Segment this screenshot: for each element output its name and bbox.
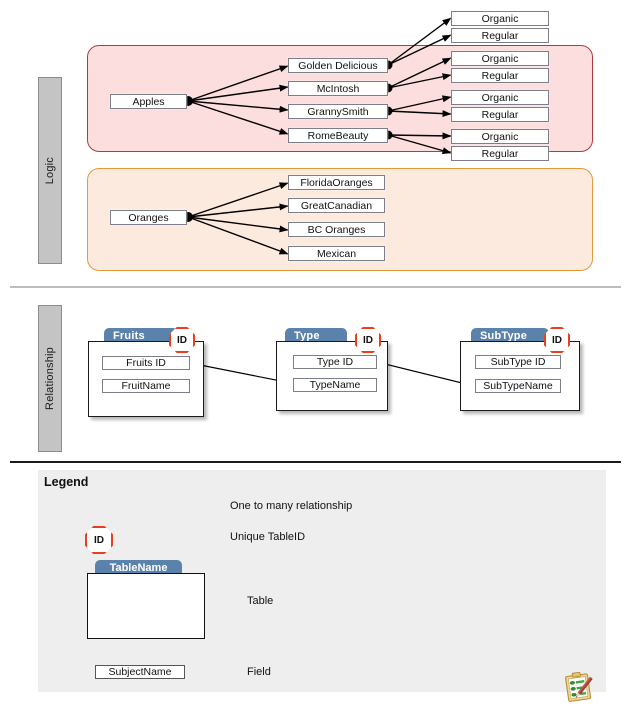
node-leaf-label: Regular <box>481 69 519 82</box>
er-field-type-id[interactable]: Type ID <box>293 355 377 369</box>
legend-row-4-text: Field <box>247 666 271 678</box>
er-table-type-id-label: ID <box>363 334 373 346</box>
er-table-fruits-name: Fruits <box>113 330 145 342</box>
legend-row-3-text: Table <box>247 595 274 607</box>
er-field-label: TypeName <box>309 379 361 391</box>
er-field-typename[interactable]: TypeName <box>293 378 377 392</box>
node-leaf-label: Organic <box>481 130 519 143</box>
node-leaf-label: Organic <box>481 52 519 65</box>
er-table-subtype-id-icon: ID <box>544 327 570 353</box>
node-leaf-organic-3[interactable]: Organic <box>451 90 549 105</box>
er-table-subtype-header: SubType <box>471 328 549 345</box>
er-table-type-body <box>276 341 388 411</box>
er-table-subtype-id-label: ID <box>552 334 562 346</box>
node-leaf-label: Regular <box>481 147 519 160</box>
table-shape-icon-body <box>87 573 205 639</box>
legend-title: Legend <box>44 475 89 489</box>
section-label-logic-text: Logic <box>44 156 56 185</box>
node-leaf-label: Organic <box>481 91 519 104</box>
section-divider-bottom <box>10 461 621 463</box>
node-leaf-label: Regular <box>481 108 519 121</box>
er-table-fruits-header: Fruits <box>104 328 178 345</box>
legend-sample-field-name: SubjectName <box>108 666 172 678</box>
node-mcintosh-label: McIntosh <box>316 82 360 95</box>
legend-row-2-text: Unique TableID <box>230 531 306 543</box>
node-bc-oranges-label: BC Oranges <box>307 223 366 236</box>
id-octagon-label: ID <box>94 534 104 546</box>
node-mexican[interactable]: Mexican <box>288 246 385 261</box>
section-label-logic: Logic <box>38 77 62 264</box>
er-field-subtype-id[interactable]: SubType ID <box>475 355 561 369</box>
er-field-label: FruitName <box>121 380 171 392</box>
node-oranges[interactable]: Oranges <box>110 210 187 225</box>
node-golden-delicious-label: Golden Delicious <box>298 59 378 72</box>
er-field-label: Fruits ID <box>126 357 166 369</box>
section-label-relationship: Relationship <box>38 305 62 452</box>
table-shape-icon-header: TableName <box>95 560 182 576</box>
er-table-type-id-icon: ID <box>355 327 381 353</box>
er-table-type-header: Type <box>285 328 347 345</box>
node-romebeauty[interactable]: RomeBeauty <box>288 128 388 143</box>
er-field-fruits-id[interactable]: Fruits ID <box>102 356 190 370</box>
er-table-subtype-name: SubType <box>480 330 528 342</box>
node-leaf-label: Organic <box>481 12 519 25</box>
node-oranges-label: Oranges <box>128 211 169 224</box>
node-leaf-regular-2[interactable]: Regular <box>451 68 549 83</box>
er-table-fruits-id-icon: ID <box>169 327 195 353</box>
id-octagon-icon: ID <box>85 526 113 554</box>
node-golden-delicious[interactable]: Golden Delicious <box>288 58 388 73</box>
node-grannysmith[interactable]: GrannySmith <box>288 104 388 119</box>
node-leaf-organic-1[interactable]: Organic <box>451 11 549 26</box>
er-table-type-name: Type <box>294 330 320 342</box>
er-field-subtypename[interactable]: SubTypeName <box>475 379 561 393</box>
field-box-icon: SubjectName <box>95 665 185 679</box>
node-leaf-regular-1[interactable]: Regular <box>451 28 549 43</box>
node-leaf-label: Regular <box>481 29 519 42</box>
er-field-label: SubType ID <box>490 356 546 368</box>
node-leaf-organic-4[interactable]: Organic <box>451 129 549 144</box>
node-bc-oranges[interactable]: BC Oranges <box>288 222 385 237</box>
node-apples-label: Apples <box>132 95 165 108</box>
node-mcintosh[interactable]: McIntosh <box>288 81 388 96</box>
er-field-label: Type ID <box>316 356 354 368</box>
node-leaf-regular-4[interactable]: Regular <box>451 146 549 161</box>
node-romebeauty-label: RomeBeauty <box>307 129 369 142</box>
node-grannysmith-label: GrannySmith <box>307 105 369 118</box>
node-floridaoranges[interactable]: FloridaOranges <box>288 175 385 190</box>
er-field-label: SubTypeName <box>483 380 553 392</box>
node-floridaoranges-label: FloridaOranges <box>300 176 373 189</box>
er-table-fruits-id-label: ID <box>177 334 187 346</box>
node-greatcanadian[interactable]: GreatCanadian <box>288 198 385 213</box>
node-leaf-regular-3[interactable]: Regular <box>451 107 549 122</box>
node-leaf-organic-2[interactable]: Organic <box>451 51 549 66</box>
node-mexican-label: Mexican <box>316 247 357 260</box>
clipboard-checklist-pencil-icon <box>563 671 595 703</box>
legend-sample-table-name: TableName <box>109 562 168 574</box>
node-apples[interactable]: Apples <box>110 94 187 109</box>
section-divider-top <box>10 286 621 288</box>
er-field-fruitname[interactable]: FruitName <box>102 379 190 393</box>
node-greatcanadian-label: GreatCanadian <box>300 199 373 212</box>
section-label-relationship-text: Relationship <box>44 347 56 410</box>
legend-row-1-text: One to many relationship <box>230 500 353 512</box>
